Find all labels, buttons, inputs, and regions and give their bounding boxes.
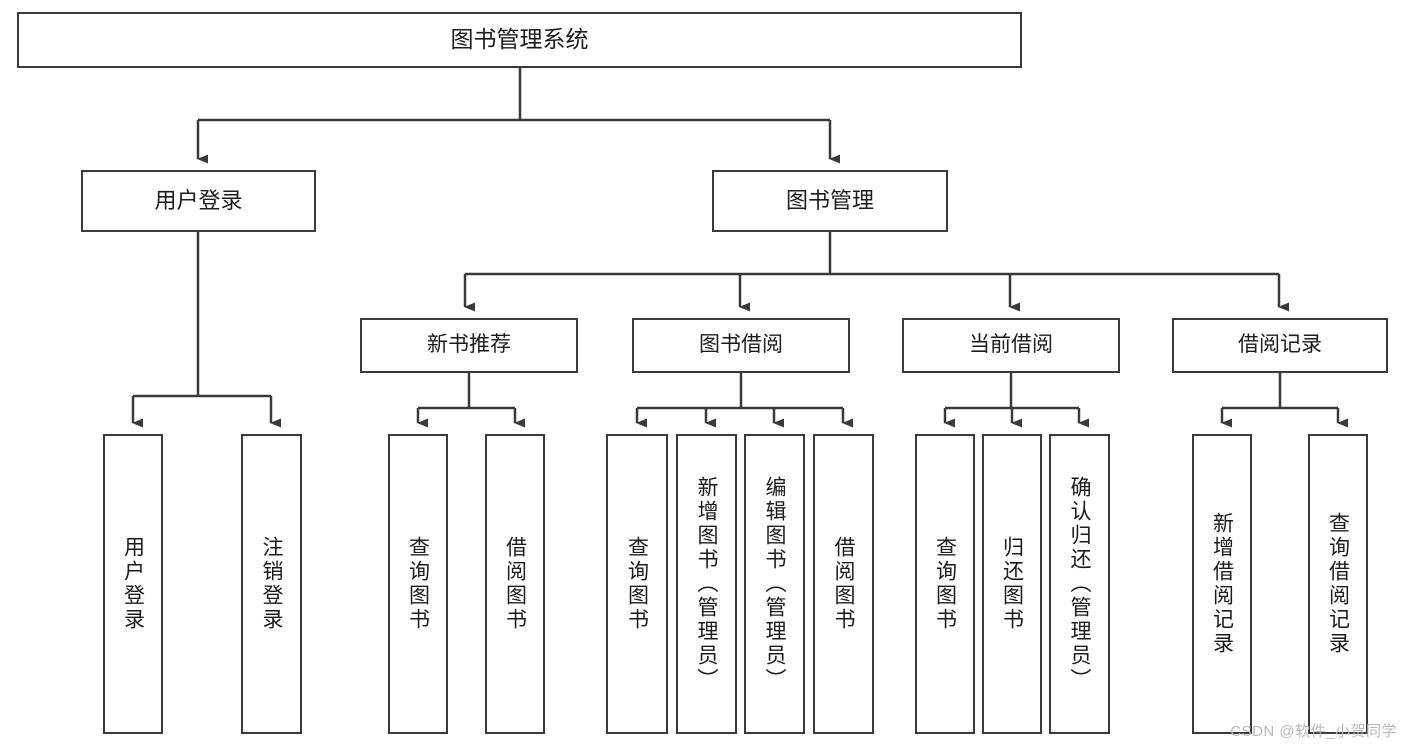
- node-leaf-borrow-book-1[interactable]: 借阅图书: [485, 434, 545, 734]
- node-leaf-add-borrow-record[interactable]: 新增借阅记录: [1192, 434, 1252, 734]
- node-label: 确认归还（管理员）: [1068, 476, 1091, 692]
- node-label: 查询借阅记录: [1326, 512, 1350, 656]
- node-leaf-logout-login[interactable]: 注销登录: [241, 434, 302, 734]
- node-book-borrow[interactable]: 图书借阅: [632, 318, 850, 373]
- node-leaf-query-borrow-record[interactable]: 查询借阅记录: [1308, 434, 1368, 734]
- node-label: 借阅图书: [503, 536, 527, 632]
- node-borrow-record[interactable]: 借阅记录: [1172, 318, 1388, 373]
- node-leaf-add-book-admin[interactable]: 新增图书（管理员）: [676, 434, 737, 734]
- node-label: 图书管理系统: [450, 26, 589, 53]
- node-label: 新增图书（管理员）: [695, 476, 718, 692]
- node-new-book-recommend[interactable]: 新书推荐: [360, 318, 578, 373]
- node-label: 查询图书: [625, 536, 649, 632]
- node-label: 归还图书: [1000, 536, 1024, 632]
- node-label: 用户登录: [121, 536, 145, 632]
- node-label: 用户登录: [154, 188, 243, 214]
- node-leaf-edit-book-admin[interactable]: 编辑图书（管理员）: [744, 434, 805, 734]
- connector-lines: [131, 68, 1348, 428]
- node-label: 注销登录: [260, 536, 283, 632]
- node-label: 新书推荐: [427, 333, 511, 357]
- node-leaf-borrow-book-2[interactable]: 借阅图书: [813, 434, 874, 734]
- node-label: 查询图书: [933, 536, 957, 632]
- node-label: 图书管理: [785, 188, 874, 214]
- node-label: 编辑图书（管理员）: [763, 476, 786, 692]
- node-leaf-user-login[interactable]: 用户登录: [103, 434, 163, 734]
- node-leaf-confirm-return-admin[interactable]: 确认归还（管理员）: [1049, 434, 1110, 734]
- node-leaf-return-book[interactable]: 归还图书: [982, 434, 1042, 734]
- node-label: 借阅记录: [1238, 333, 1322, 357]
- node-leaf-query-book-2[interactable]: 查询图书: [606, 434, 668, 734]
- node-leaf-query-book-1[interactable]: 查询图书: [388, 434, 448, 734]
- node-current-borrow[interactable]: 当前借阅: [902, 318, 1120, 373]
- node-label: 新增借阅记录: [1210, 512, 1234, 656]
- node-label: 图书借阅: [699, 333, 783, 357]
- node-user-login[interactable]: 用户登录: [81, 170, 316, 232]
- node-root[interactable]: 图书管理系统: [17, 12, 1022, 68]
- node-label: 当前借阅: [969, 333, 1053, 357]
- node-label: 借阅图书: [832, 536, 855, 632]
- node-book-management[interactable]: 图书管理: [712, 170, 948, 232]
- node-label: 查询图书: [406, 536, 430, 632]
- node-leaf-query-book-3[interactable]: 查询图书: [915, 434, 975, 734]
